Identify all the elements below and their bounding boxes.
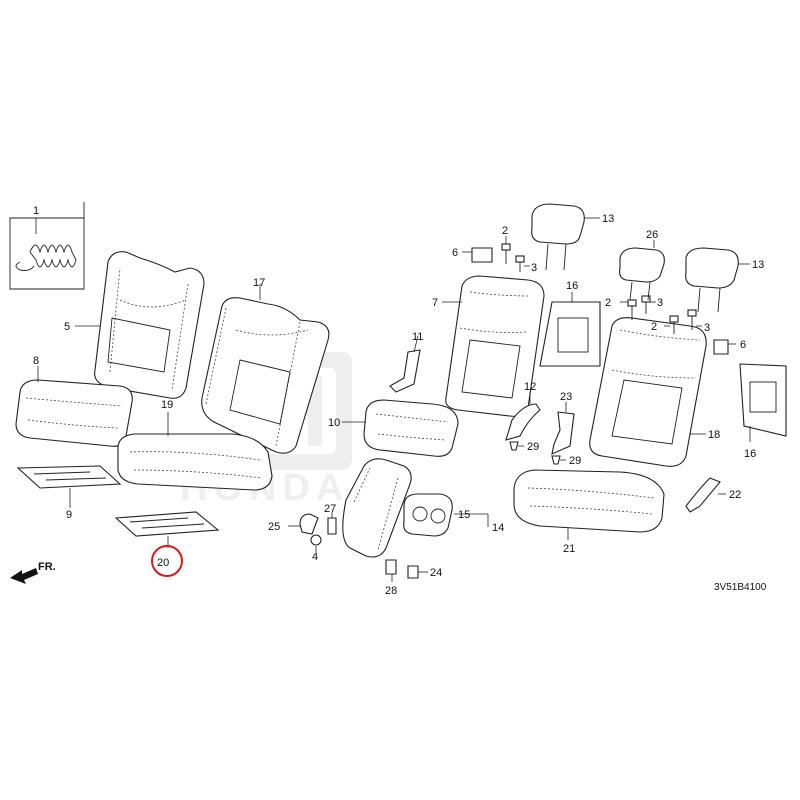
part-3-bolt-c xyxy=(687,309,702,330)
callout-8: 8 xyxy=(33,355,39,367)
callout-27: 27 xyxy=(324,503,336,515)
callout-10: 10 xyxy=(328,417,340,429)
callout-3: 3 xyxy=(531,262,537,274)
part-6-clip-b xyxy=(713,339,736,355)
callout-14: 14 xyxy=(492,522,504,534)
callout-28: 28 xyxy=(385,585,397,597)
direction-label: FR. xyxy=(38,561,56,573)
callout-13: 13 xyxy=(602,213,614,225)
callout-25: 25 xyxy=(268,521,280,533)
part-2-bolt-c xyxy=(664,315,679,334)
part-3-bolt-b xyxy=(641,295,656,314)
callout-1: 1 xyxy=(33,205,39,217)
callout-4: 4 xyxy=(312,551,318,563)
callout-29: 29 xyxy=(527,441,539,453)
callout-12: 12 xyxy=(524,381,536,393)
callout-7: 7 xyxy=(432,297,438,309)
callout-9: 9 xyxy=(66,509,72,521)
part-9-pad xyxy=(16,465,122,508)
callout-3: 3 xyxy=(704,322,710,334)
part-16-pad-a xyxy=(539,292,601,367)
part-29-clip-a xyxy=(509,441,524,451)
part-29-clip-b xyxy=(551,455,566,465)
callout-6: 6 xyxy=(740,339,746,351)
callout-29: 29 xyxy=(569,455,581,467)
diagram-code: 3V51B4100 xyxy=(714,582,767,593)
callout-15: 15 xyxy=(458,509,470,521)
part-20-pad xyxy=(114,511,220,548)
callout-2: 2 xyxy=(651,321,657,333)
part-10-cushion xyxy=(342,399,459,457)
part-23-trim xyxy=(551,402,575,455)
callout-5: 5 xyxy=(64,321,70,333)
callout-2: 2 xyxy=(605,297,611,309)
part-2-bolt-a xyxy=(501,236,511,264)
part-28-clip xyxy=(385,559,397,582)
part-27-clip xyxy=(327,512,337,535)
callout-6: 6 xyxy=(452,247,458,259)
part-7-seatback xyxy=(442,275,545,417)
part-4-nut xyxy=(310,534,322,552)
callout-labels: 1 2 2 2 3 3 3 4 5 6 6 7 8 9 10 11 12 13 … xyxy=(33,205,764,597)
callout-11: 11 xyxy=(412,331,423,343)
part-2-bolt-b xyxy=(620,299,637,320)
callout-3: 3 xyxy=(657,297,663,309)
part-24-clip xyxy=(407,565,428,579)
part-12-trim xyxy=(505,392,541,441)
part-14-armrest xyxy=(342,458,489,558)
front-direction-arrow: FR. xyxy=(10,561,56,584)
highlight-circle xyxy=(151,545,183,577)
callout-16: 16 xyxy=(744,448,756,460)
part-6-clip-a xyxy=(462,247,493,263)
part-13-headrest-b xyxy=(685,247,750,313)
callout-19: 19 xyxy=(161,399,173,411)
part-18-seatback xyxy=(589,317,707,467)
callout-13: 13 xyxy=(752,259,764,271)
part-3-bolt-a xyxy=(515,255,530,272)
part-16-pad-b xyxy=(739,363,787,442)
part-5-seatback xyxy=(75,251,205,399)
part-17-seatback xyxy=(201,284,330,454)
callout-23: 23 xyxy=(560,391,572,403)
callout-17: 17 xyxy=(253,277,265,289)
part-22-trim xyxy=(685,477,726,513)
callout-16: 16 xyxy=(566,280,578,292)
callout-26: 26 xyxy=(646,229,658,241)
callout-22: 22 xyxy=(729,489,741,501)
part-25-cover xyxy=(288,513,319,535)
part-19-cushion xyxy=(117,412,273,491)
callout-2: 2 xyxy=(502,225,508,237)
part-11-bracket xyxy=(389,335,421,393)
callout-21: 21 xyxy=(563,543,575,555)
callout-18: 18 xyxy=(708,429,720,441)
part-1-inset-box xyxy=(9,202,85,290)
part-13-headrest-a xyxy=(531,203,600,271)
part-26-headrest xyxy=(619,240,665,301)
part-21-cushion xyxy=(513,469,665,540)
callout-24: 24 xyxy=(430,567,442,579)
callout-20: 20 xyxy=(157,557,169,569)
